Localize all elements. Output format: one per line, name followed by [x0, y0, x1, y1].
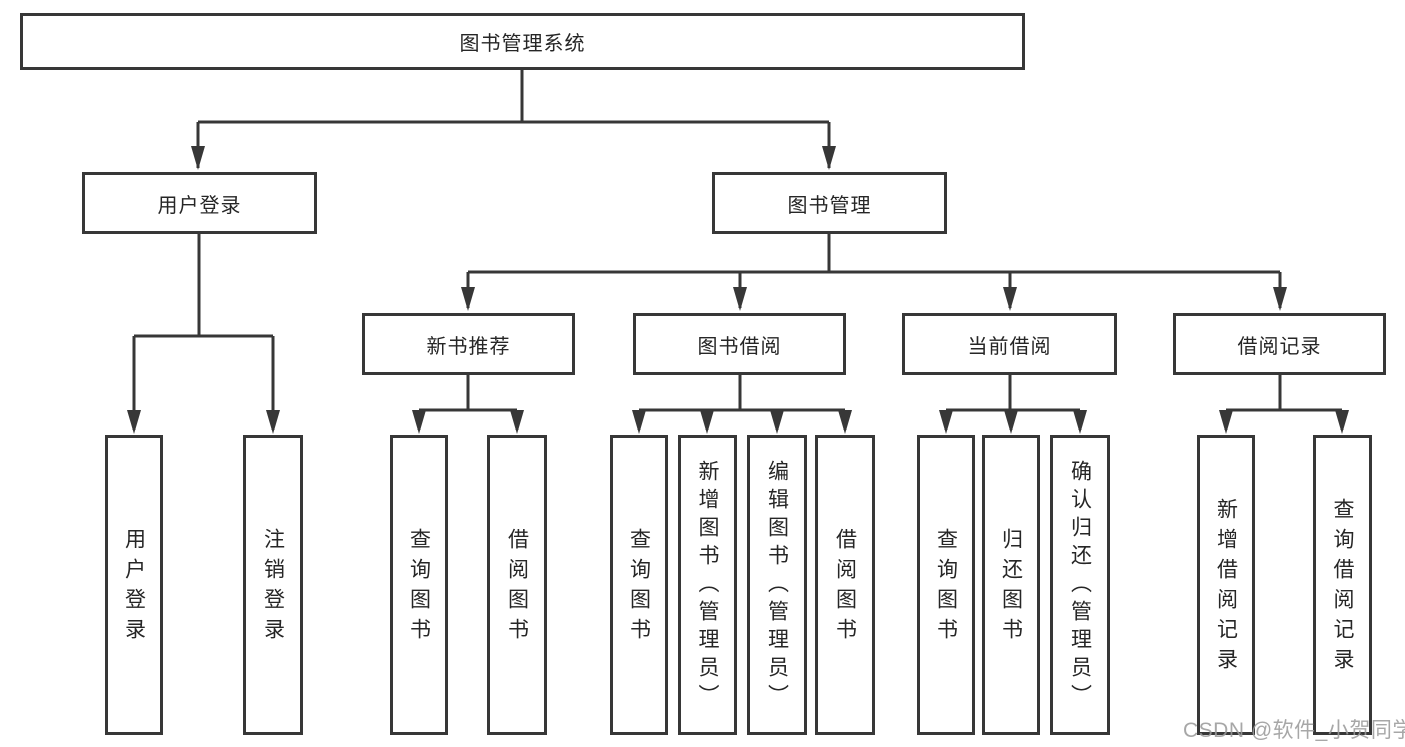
- csdn-watermark: CSDN @软件_小贺同学: [1183, 719, 1405, 742]
- leaf-current-return-books: 归还图书: [982, 435, 1040, 735]
- leaf-user-login: 用户登录: [105, 435, 163, 735]
- leaf-current-query-books: 查询图书: [917, 435, 975, 735]
- leaf-logout: 注销登录: [243, 435, 303, 735]
- node-new-book-recommend: 新书推荐: [362, 313, 575, 375]
- leaf-borrow-add-books-admin: 新增图书（管理员）: [678, 435, 737, 735]
- leaf-current-confirm-return-admin: 确认归还（管理员）: [1050, 435, 1110, 735]
- node-current-borrow: 当前借阅: [902, 313, 1117, 375]
- leaf-borrow-query-books: 查询图书: [610, 435, 668, 735]
- leaf-borrow-edit-books-admin: 编辑图书（管理员）: [747, 435, 807, 735]
- node-borrow-records: 借阅记录: [1173, 313, 1386, 375]
- node-book-borrow: 图书借阅: [633, 313, 846, 375]
- leaf-records-add-record: 新增借阅记录: [1197, 435, 1255, 735]
- leaf-newbook-borrow-books: 借阅图书: [487, 435, 547, 735]
- node-book-management: 图书管理: [712, 172, 947, 234]
- leaf-records-query-record: 查询借阅记录: [1313, 435, 1372, 735]
- leaf-borrow-borrow-books: 借阅图书: [815, 435, 875, 735]
- node-root: 图书管理系统: [20, 13, 1025, 70]
- node-user-login: 用户登录: [82, 172, 317, 234]
- leaf-newbook-query-books: 查询图书: [390, 435, 448, 735]
- tree-edges: [132, 68, 1344, 430]
